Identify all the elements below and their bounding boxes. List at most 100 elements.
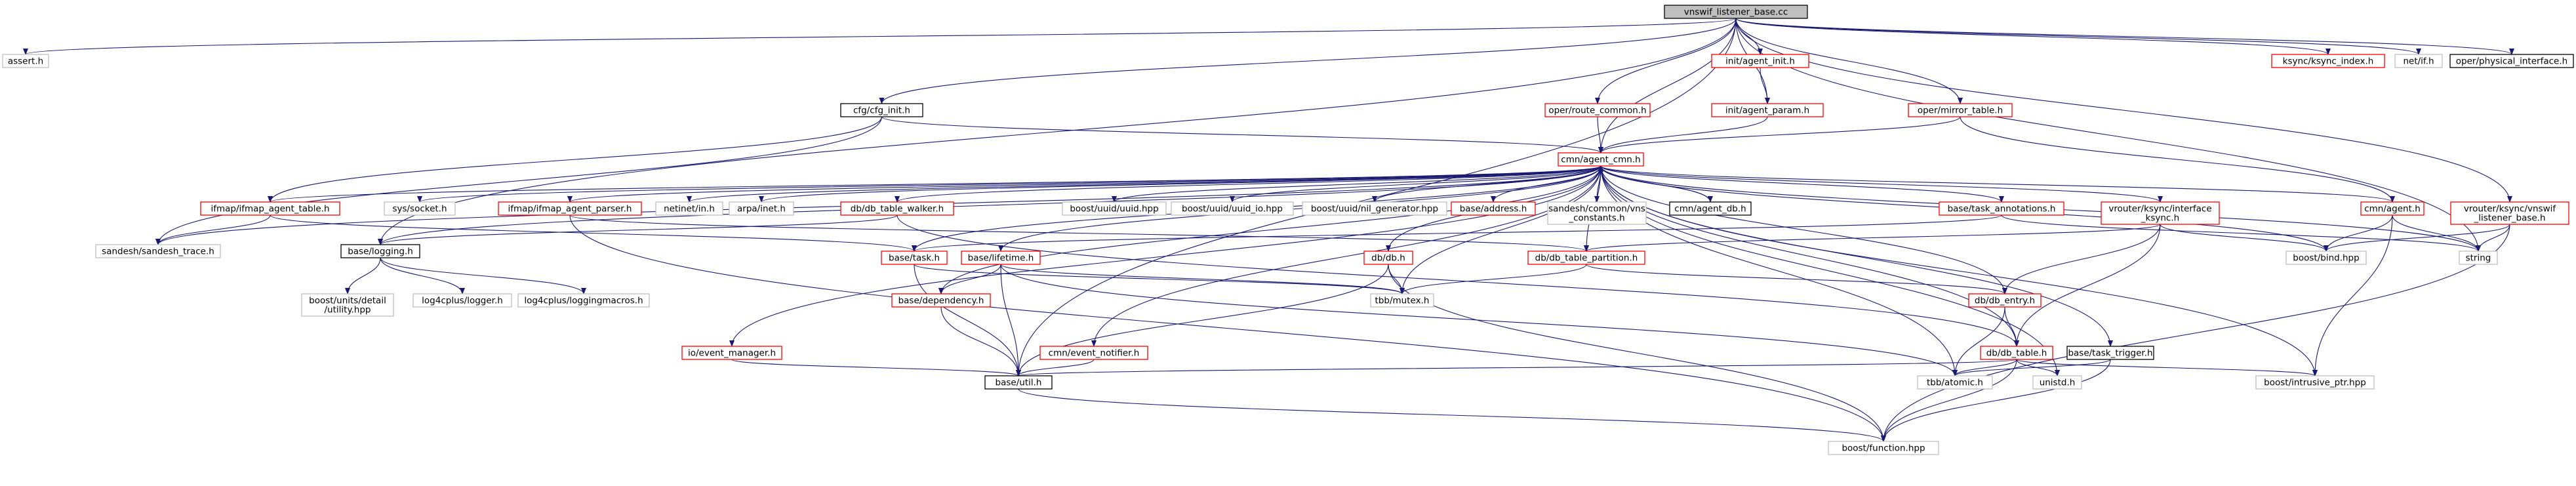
node-tbbmutex-label: tbb/mutex.h [1375, 296, 1430, 306]
node-syssocket-label: sys/socket.h [392, 204, 447, 214]
node-cmnevent[interactable]: cmn/event_notifier.h [1039, 346, 1148, 360]
node-assert-box [2, 54, 49, 68]
node-baselogging-box [340, 244, 420, 258]
node-tbbmutex-box [1370, 293, 1434, 308]
node-uuidhpp-label: boost/uuid/uuid.hpp [1070, 204, 1158, 214]
edge-tasktrigger-to-boostfunc [1881, 359, 2111, 442]
node-netinetin: netinet/in.h [655, 201, 723, 216]
node-root-label: vnswif_listener_base.cc [1684, 7, 1788, 18]
edge-taskannot-to-string [2001, 214, 2481, 252]
node-nilgen-box [1302, 201, 1447, 216]
node-syssocket-box [384, 201, 456, 216]
edge-baselogging-to-log4macros [380, 257, 586, 294]
node-agentparam[interactable]: init/agent_param.h [1711, 103, 1824, 117]
node-vrvnswif[interactable]: vrouter/ksync/vnswif_listener_base.h [2450, 201, 2569, 225]
node-dbentry[interactable]: db/db_entry.h [1968, 293, 2042, 308]
node-basetask[interactable]: base/task.h [881, 251, 948, 265]
node-cfginit-label: cfg/cfg_init.h [853, 106, 910, 116]
node-cmn-box [1558, 152, 1644, 167]
node-basedep[interactable]: base/dependency.h [891, 293, 991, 308]
edge-cmn-to-dbentry [1600, 165, 2007, 294]
node-nilgen: boost/uuid/nil_generator.hpp [1302, 201, 1447, 216]
node-root[interactable]: vnswif_listener_base.cc [1664, 5, 1808, 19]
node-tasktrigger[interactable]: base/task_trigger.h [2066, 346, 2154, 360]
node-baselogging[interactable]: base/logging.h [340, 244, 420, 258]
node-mirrortable[interactable]: oper/mirror_table.h [1908, 103, 2013, 117]
node-ksyncindex[interactable]: ksync/ksync_index.h [2271, 54, 2385, 68]
node-arpainet-label: arpa/inet.h [737, 204, 786, 214]
node-cmnagent[interactable]: cmn/agent.h [2360, 201, 2425, 216]
edge-mirrortable-to-cmnagent [1960, 116, 2395, 203]
edge-root-to-baselogging [378, 18, 1737, 245]
edge-dbdb-to-boostfunc [1388, 264, 1886, 442]
edge-cfginit-to-cmn [881, 116, 1603, 153]
edge-dbentry-to-dbtable [2004, 306, 2019, 347]
node-vrksync[interactable]: vrouter/ksync/interface_ksync.h [2101, 201, 2220, 225]
edge-cmn-to-uuidio [1230, 165, 1601, 203]
edge-cmn-to-baselifetime [998, 165, 1601, 252]
edge-dbtablewalker-to-dbtable [896, 214, 2019, 347]
edge-cmn-to-tasktrigger [1600, 165, 2113, 347]
node-agentdb[interactable]: cmn/agent_db.h [1669, 201, 1752, 216]
node-baseutil[interactable]: base/util.h [984, 375, 1053, 390]
node-ifmapparser-box [498, 201, 642, 216]
node-physiface[interactable]: oper/physical_interface.h [2449, 54, 2574, 68]
node-dbtablepart-label: db/db_table_partition.h [1535, 253, 1638, 264]
node-intrusive: boost/intrusive_ptr.hpp [2255, 375, 2375, 390]
node-vrksync-label: _ksync.h [2141, 213, 2179, 224]
node-cfginit[interactable]: cfg/cfg_init.h [840, 103, 923, 117]
node-cmnevent-label: cmn/event_notifier.h [1049, 348, 1140, 359]
node-baseaddress[interactable]: base/address.h [1451, 201, 1536, 216]
node-ioevent-box [681, 346, 782, 360]
node-ksyncindex-label: ksync/ksync_index.h [2283, 56, 2374, 67]
node-vnsconst-label: _constants.h [1568, 213, 1624, 224]
edge-vrksync-to-dbentry [2002, 224, 2161, 294]
edge-vrvnswif-to-boostfunc [1881, 224, 2510, 442]
node-cmnevent-box [1039, 346, 1148, 360]
node-ifmapparser[interactable]: ifmap/ifmap_agent_parser.h [498, 201, 642, 216]
node-dbtablewalker[interactable]: db/db_table_walker.h [840, 201, 954, 216]
node-baseutil-box [984, 375, 1053, 390]
node-dbdb[interactable]: db/db.h [1363, 251, 1413, 265]
node-log4macros-label: log4cplus/loggingmacros.h [524, 296, 643, 306]
node-physiface-label: oper/physical_interface.h [2456, 56, 2567, 67]
edge-root-to-vrvnswif [1735, 18, 2512, 203]
node-ksyncindex-box [2271, 54, 2385, 68]
node-unistd: unistd.h [2032, 375, 2082, 390]
node-cmn[interactable]: cmn/agent_cmn.h [1558, 152, 1644, 167]
node-dbtablepart-box [1527, 251, 1645, 265]
node-nilgen-label: boost/uuid/nil_generator.hpp [1311, 204, 1438, 214]
edge-ifmaptable-to-basetask [270, 214, 917, 252]
edge-cmn-to-vrksync [1600, 165, 2163, 203]
node-log4logger-label: log4cplus/logger.h [422, 296, 503, 306]
node-sandeshtrace-box [95, 244, 221, 258]
node-unitsutil-label: /utility.hpp [325, 305, 371, 315]
edge-cfginit-to-ifmaptable [268, 116, 883, 203]
node-ifmaptable[interactable]: ifmap/ifmap_agent_table.h [200, 201, 340, 216]
node-mirrortable-label: oper/mirror_table.h [1918, 106, 2003, 116]
node-ioevent[interactable]: io/event_manager.h [681, 346, 782, 360]
node-baseaddress-box [1451, 201, 1536, 216]
node-assert: assert.h [2, 54, 49, 68]
node-mirrortable-box [1908, 103, 2013, 117]
node-baselifetime[interactable]: base/lifetime.h [961, 251, 1041, 265]
node-dbtable[interactable]: db/db_table.h [1980, 346, 2053, 360]
edge-cmn-to-syssocket [417, 165, 1601, 203]
edge-baseutil-to-boostfunc [1018, 388, 1886, 442]
edge-cmn-to-uuidhpp [1112, 165, 1601, 203]
node-vrvnswif-label: vrouter/ksync/vnswif [2464, 204, 2556, 214]
node-routecommon[interactable]: oper/route_common.h [1544, 103, 1651, 117]
node-dbtablepart[interactable]: db/db_table_partition.h [1527, 251, 1645, 265]
edge-agentdb-to-cmn [1598, 165, 1711, 203]
node-netif: net/if.h [2394, 54, 2443, 68]
node-intrusive-label: boost/intrusive_ptr.hpp [2264, 378, 2366, 388]
node-log4logger: log4cplus/logger.h [413, 293, 512, 308]
node-basetask-box [881, 251, 948, 265]
node-taskannot[interactable]: base/task_annotations.h [1939, 201, 2064, 216]
node-routecommon-box [1544, 103, 1651, 117]
node-agentinit[interactable]: init/agent_init.h [1711, 54, 1809, 68]
node-tasktrigger-label: base/task_trigger.h [2068, 348, 2152, 359]
edge-cmnagent-to-intrusive [2312, 214, 2393, 376]
edge-cmn-to-tbbmutex [1399, 165, 1601, 294]
